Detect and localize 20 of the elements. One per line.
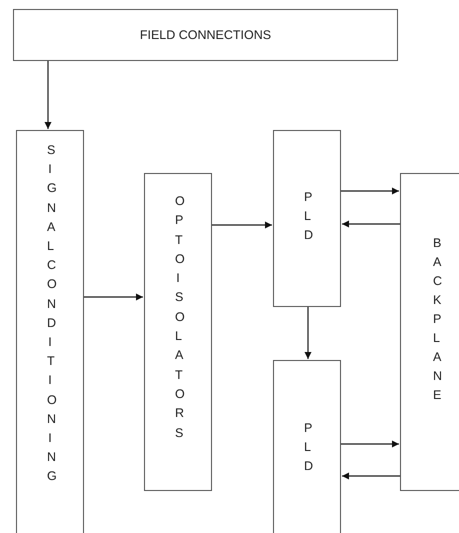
arrow <box>342 472 400 480</box>
arrow <box>212 222 272 228</box>
process-box <box>273 360 341 533</box>
box-label: PLD <box>303 189 318 244</box>
arrow <box>342 220 400 228</box>
box-label: BACKPLANE <box>432 235 447 404</box>
process-box <box>400 173 459 491</box>
process-box <box>273 130 341 307</box>
box-label: FIELD CONNECTIONS <box>140 28 272 42</box>
box-label: OPTO ISOLATORS <box>174 193 189 442</box>
process-box <box>144 173 212 491</box>
process-box <box>13 9 398 61</box>
arrow <box>341 188 399 194</box>
process-box <box>16 130 84 533</box>
arrow <box>84 294 143 300</box>
arrow <box>341 440 399 448</box>
box-label: PLD <box>303 420 318 475</box>
arrow <box>304 307 312 359</box>
arrow <box>44 61 52 129</box>
box-label: SIGNAL CONDITIONING <box>46 142 61 486</box>
